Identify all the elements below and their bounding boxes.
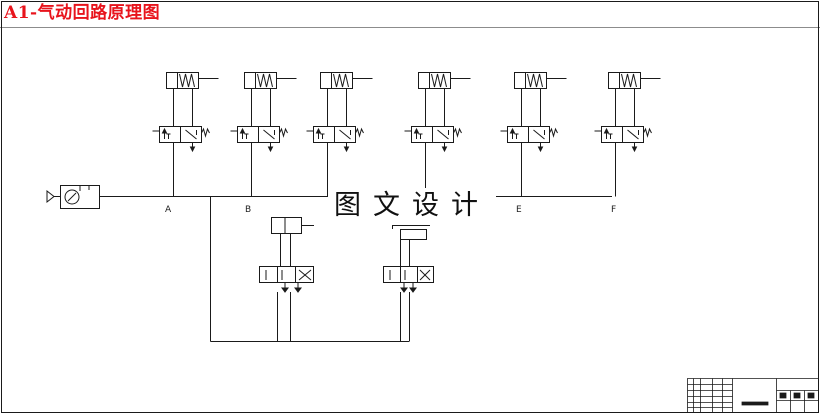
cylinder-3 [321, 73, 373, 127]
branch-risers [174, 142, 616, 197]
valve-6 [595, 127, 652, 152]
air-source-unit [47, 186, 100, 209]
lower-left-cylinder [272, 218, 315, 267]
drawing-title: A1-气动回路原理图 [4, 3, 161, 23]
upper-unit-2 [231, 73, 297, 152]
upper-unit-6 [595, 73, 661, 152]
valve-3 [307, 127, 364, 152]
valve-2 [231, 127, 288, 152]
watermark-text: 图文设计 [328, 188, 496, 224]
cylinder-1 [167, 73, 219, 127]
upper-unit-3 [307, 73, 373, 152]
branch-label-b: B [245, 205, 252, 215]
branch-label-a: A [165, 205, 172, 215]
cylinder-2 [245, 73, 297, 127]
valve-5 [501, 127, 558, 152]
branch-label-f: F [611, 205, 617, 215]
title-block [688, 379, 819, 413]
upper-unit-5 [501, 73, 567, 152]
lower-supply-loop [211, 197, 410, 342]
valve-4 [405, 127, 462, 152]
upper-actuator-group [153, 73, 661, 152]
upper-unit-1 [153, 73, 219, 152]
lower-right-cylinder [393, 226, 431, 267]
cylinder-5 [515, 73, 567, 127]
lower-right-valve [384, 267, 434, 293]
branch-label-e: E [516, 205, 522, 215]
lower-left-valve [260, 267, 314, 293]
air-inlet-symbol [47, 191, 54, 202]
upper-unit-4 [405, 73, 471, 152]
valve-1 [153, 127, 210, 152]
cylinder-6 [609, 73, 661, 127]
cylinder-4 [419, 73, 471, 127]
pressure-gauge-icon [65, 190, 79, 204]
